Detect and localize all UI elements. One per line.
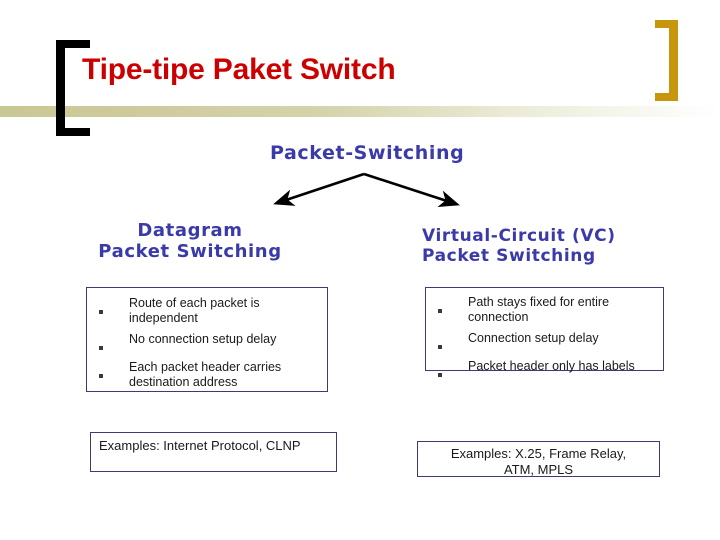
list-item: Path stays fixed for entire connection <box>434 295 655 326</box>
square-bullet-icon <box>95 332 129 355</box>
list-item: Connection setup delay <box>434 331 655 354</box>
bullet-text: Packet header only has labels <box>468 358 635 373</box>
datagram-heading: Datagram Packet Switching <box>90 220 290 262</box>
slide-title: Tipe-tipe Paket Switch <box>82 53 396 86</box>
right-bracket-decoration <box>655 20 678 101</box>
datagram-examples-text: Examples: Internet Protocol, CLNP <box>99 438 301 453</box>
list-item: Each packet header carries destination a… <box>95 360 317 391</box>
virtual-circuit-examples-box: Examples: X.25, Frame Relay, ATM, MPLS <box>417 441 660 477</box>
virtual-circuit-heading-line2: Packet Switching <box>422 246 596 267</box>
bullet-text: Connection setup delay <box>468 330 599 345</box>
title-accent-bar <box>0 106 720 117</box>
square-bullet-icon <box>434 295 468 318</box>
left-bracket-decoration <box>56 40 90 136</box>
square-bullet-icon <box>434 359 468 382</box>
right-bracket-vertical <box>669 20 678 101</box>
bullet-text: No connection setup delay <box>129 331 277 346</box>
list-item: Packet header only has labels <box>434 359 655 382</box>
list-item: Route of each packet is independent <box>95 296 317 327</box>
square-bullet-icon <box>95 296 129 319</box>
virtual-circuit-heading: Virtual-Circuit (VC) Packet Switching <box>422 226 672 266</box>
left-bracket-vertical <box>56 40 65 136</box>
datagram-heading-line1: Datagram <box>137 220 243 241</box>
right-bracket-top-arm <box>655 20 678 28</box>
virtual-circuit-examples-text-line1: Examples: X.25, Frame Relay, <box>450 446 627 461</box>
left-bracket-bottom-arm <box>56 128 90 136</box>
datagram-detail-box: Route of each packet is independent No c… <box>86 287 328 392</box>
arrow-to-datagram <box>273 172 365 206</box>
list-item: No connection setup delay <box>95 332 317 355</box>
arrow-to-virtual-circuit <box>363 172 460 207</box>
left-bracket-top-arm <box>56 40 90 48</box>
square-bullet-icon <box>434 331 468 354</box>
root-node-label: Packet-Switching <box>270 142 465 164</box>
virtual-circuit-heading-line1: Virtual-Circuit (VC) <box>422 226 616 246</box>
right-bracket-bottom-arm <box>655 93 678 101</box>
square-bullet-icon <box>95 360 129 383</box>
bullet-text: Route of each packet is independent <box>129 296 260 326</box>
datagram-bullet-list: Route of each packet is independent No c… <box>95 296 317 390</box>
virtual-circuit-examples-text-line2: ATM, MPLS <box>503 462 574 478</box>
virtual-circuit-bullet-list: Path stays fixed for entire connection C… <box>434 295 655 382</box>
virtual-circuit-detail-box: Path stays fixed for entire connection C… <box>425 287 664 377</box>
datagram-heading-line2: Packet Switching <box>98 241 282 263</box>
bullet-text: Each packet header carries destination a… <box>129 359 282 389</box>
datagram-examples-box: Examples: Internet Protocol, CLNP <box>90 432 337 472</box>
diverging-arrows <box>273 172 460 207</box>
bullet-text: Path stays fixed for entire connection <box>468 295 610 325</box>
